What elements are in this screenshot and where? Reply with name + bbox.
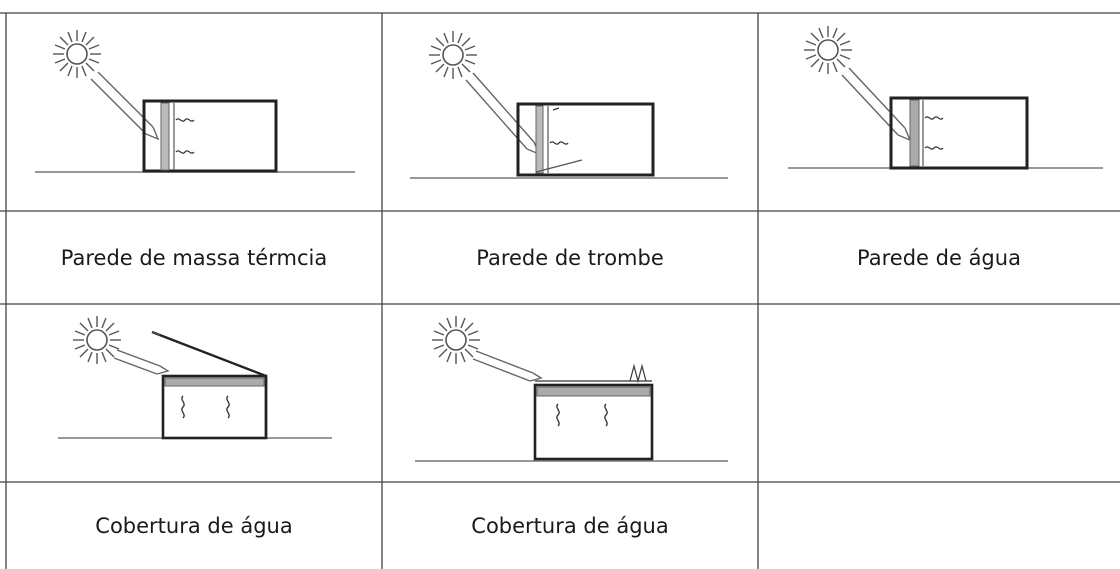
sun-ray: [113, 349, 170, 375]
caption-mass-wall: Parede de massa térmcia: [60, 246, 328, 270]
caption-water-roof-1: Cobertura de água: [95, 514, 293, 538]
diagram-water-roof-2: [415, 315, 728, 462]
caption-trombe-wall: Parede de trombe: [476, 246, 664, 270]
sun-ray: [841, 67, 912, 142]
sun-ray: [472, 350, 543, 382]
sun-ray: [90, 71, 160, 141]
diagram-mass-wall: [35, 29, 355, 173]
caption-water-roof-2: Cobertura de água: [471, 514, 669, 538]
table-grid: [0, 12, 1120, 569]
caption-water-wall: Parede de água: [857, 246, 1021, 270]
diagram-trombe-wall: [410, 30, 728, 179]
diagram-water-roof-1: [58, 315, 332, 440]
sun-ray: [465, 72, 541, 156]
diagram-water-wall: [788, 25, 1103, 170]
